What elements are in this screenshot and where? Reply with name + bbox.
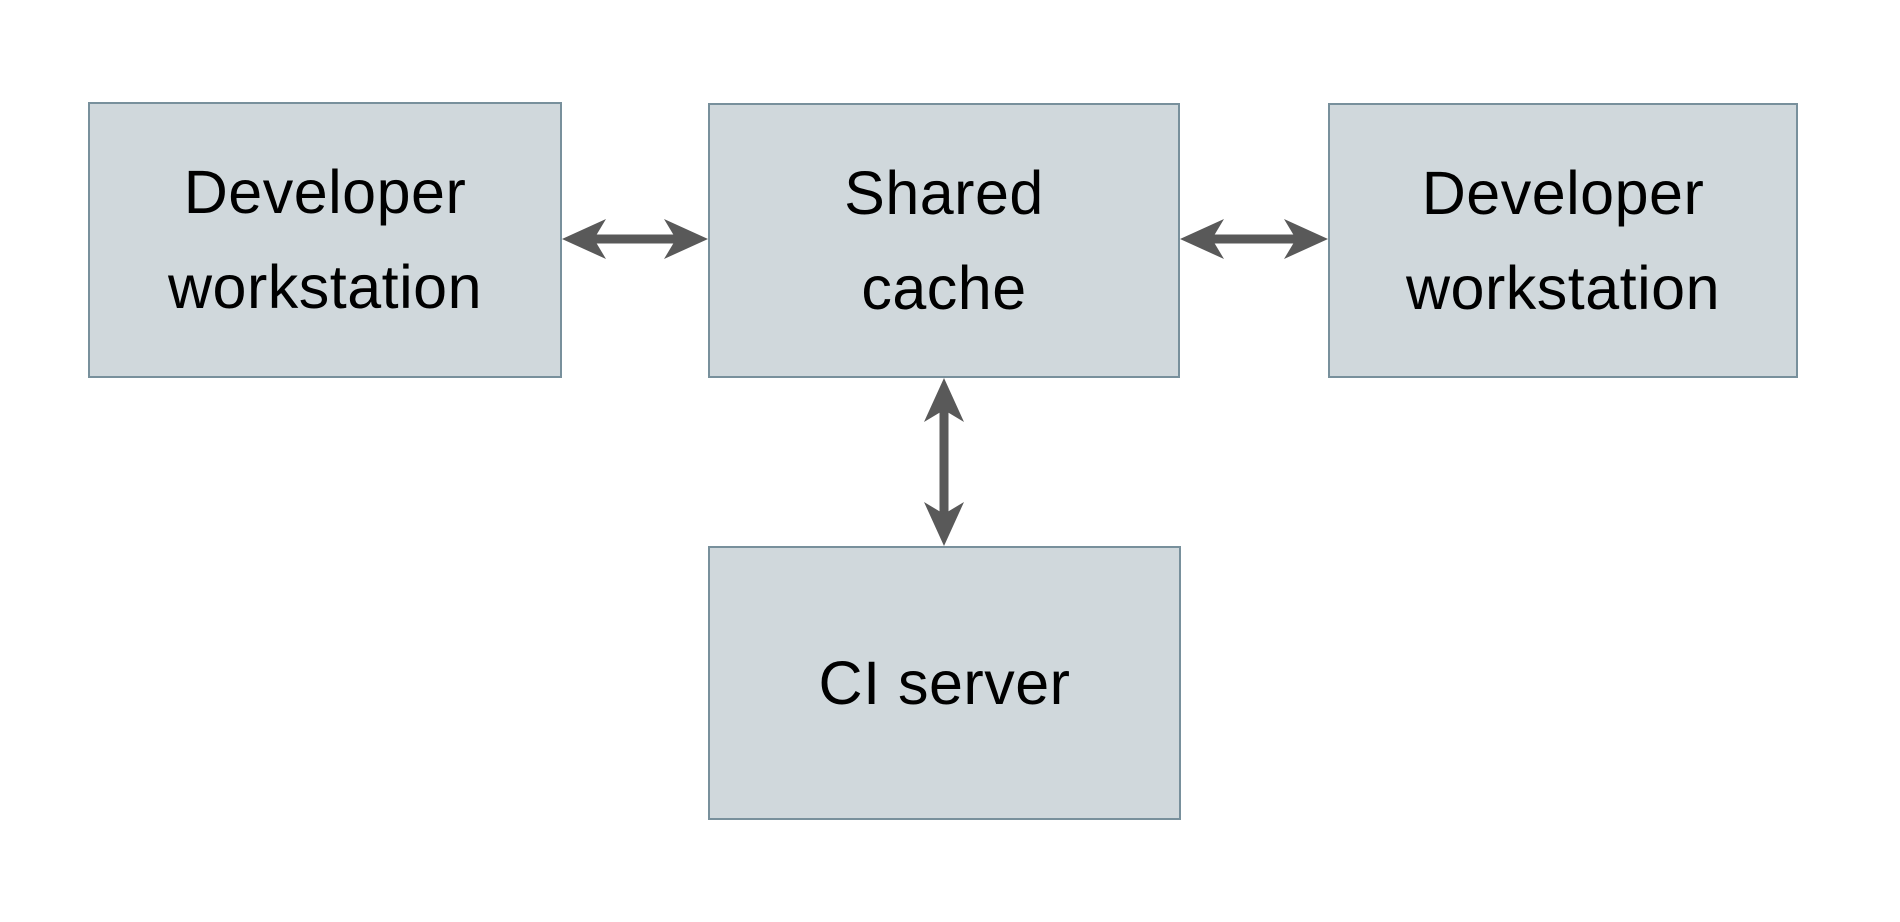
node-developer-workstation-right: Developer workstation (1328, 103, 1798, 378)
node-label-line: Developer (183, 158, 467, 226)
node-shared-cache: Shared cache (708, 103, 1180, 378)
node-label-line: Developer (1421, 158, 1705, 227)
node-label-line: Shared (844, 158, 1044, 227)
node-developer-workstation-left: Developer workstation (88, 102, 562, 378)
double-arrow-icon (1180, 219, 1328, 259)
node-label-line: CI server (818, 648, 1071, 717)
node-label-line: workstation (1405, 253, 1720, 322)
double-arrow-icon (562, 219, 708, 259)
node-label-line: cache (861, 253, 1027, 322)
double-arrow-icon (924, 378, 964, 546)
node-label-line: workstation (167, 253, 482, 321)
node-ci-server: CI server (708, 546, 1181, 820)
